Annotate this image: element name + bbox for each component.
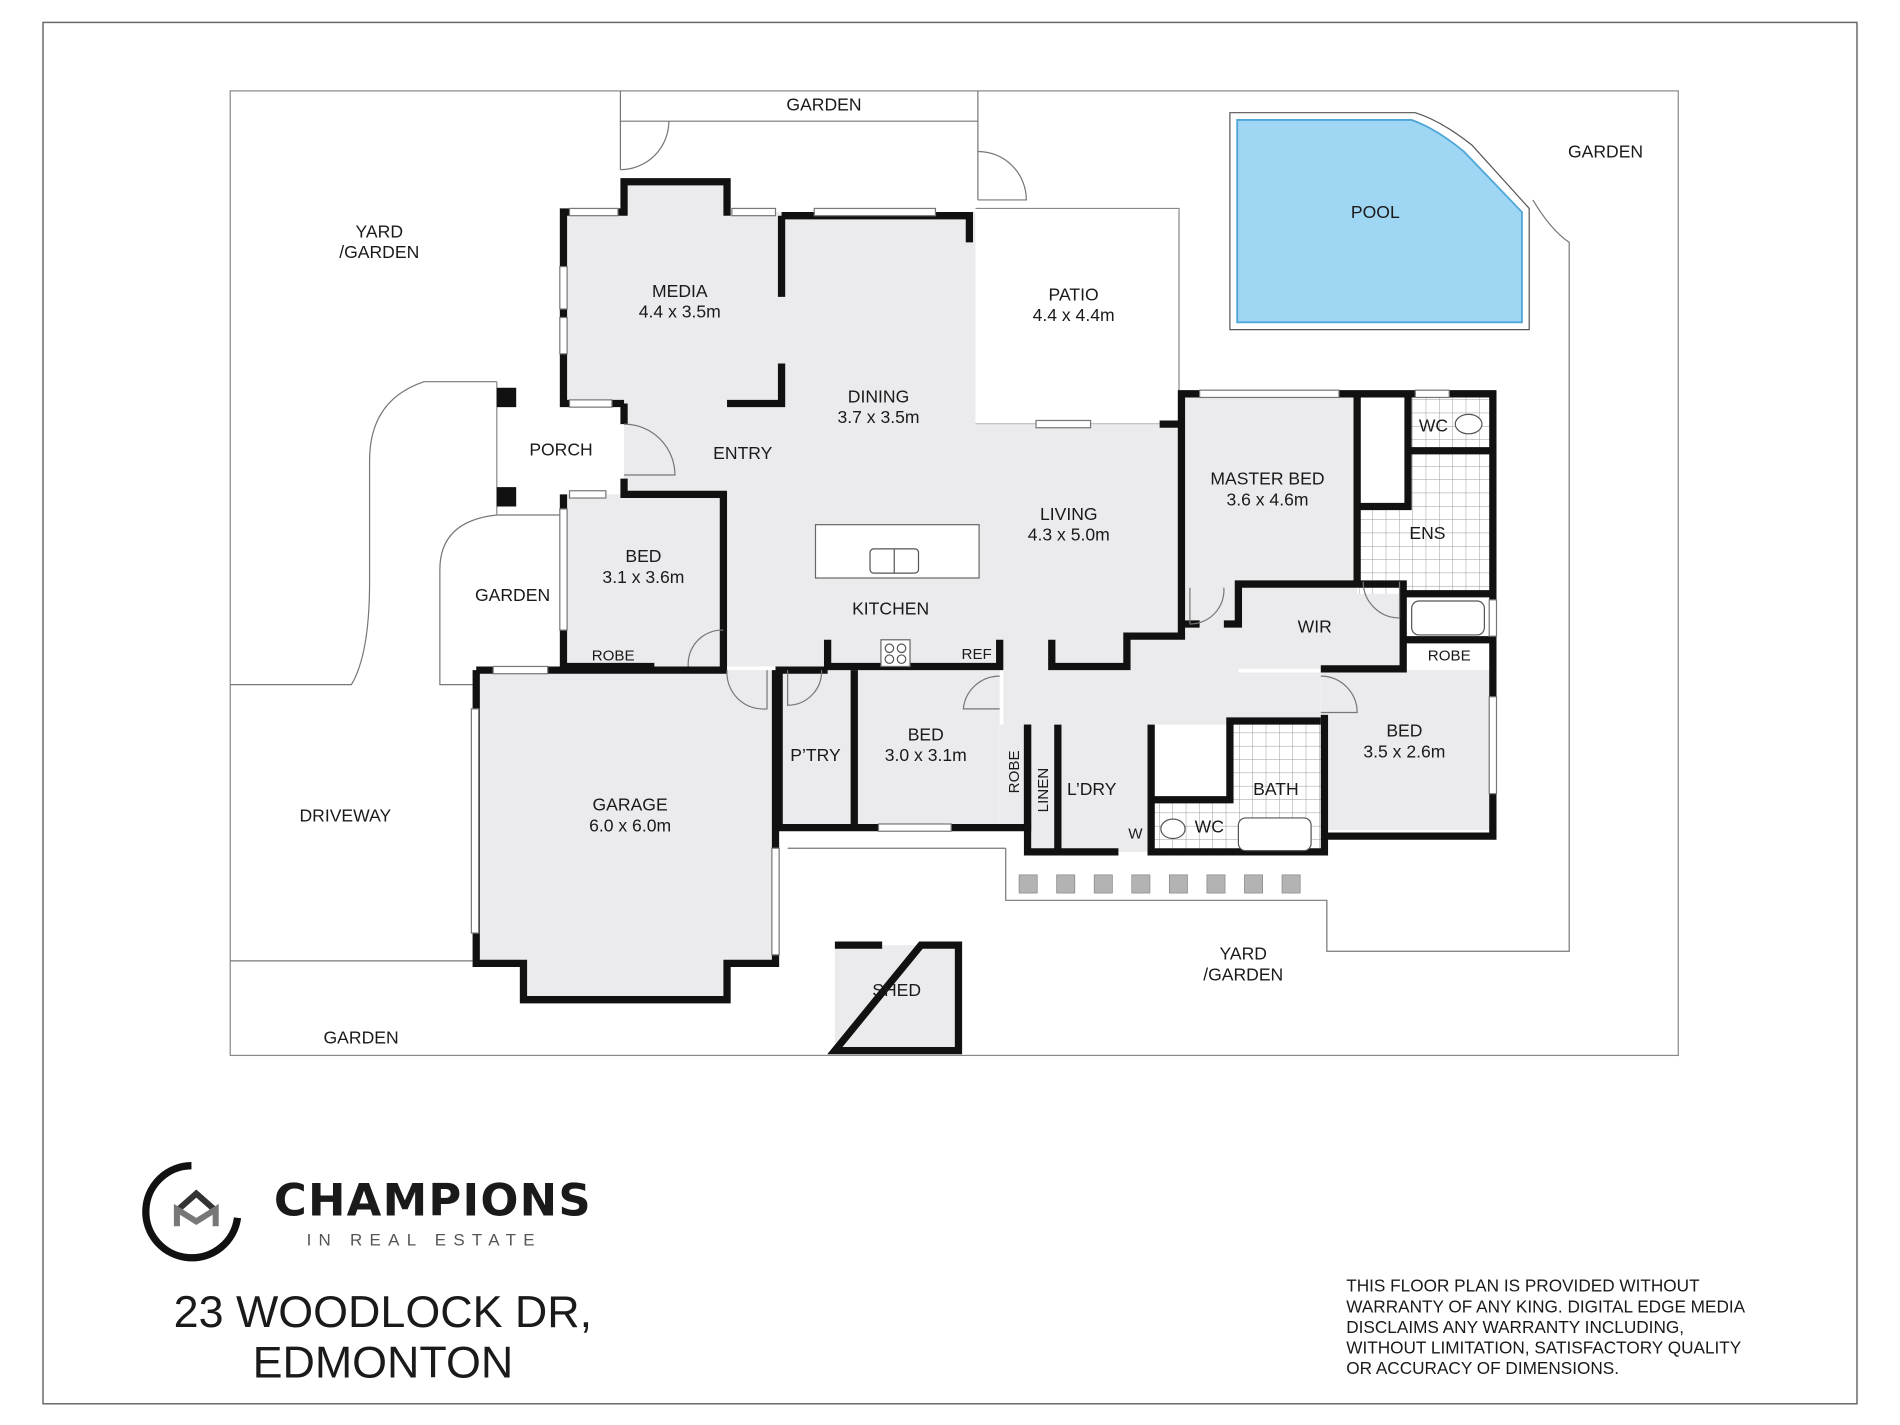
label-bed1: BED (625, 546, 661, 566)
label-robe1: ROBE (592, 647, 635, 664)
disclaimer-line: WITHOUT LIMITATION, SATISFACTORY QUALITY (1346, 1338, 1742, 1358)
label-porch: PORCH (529, 440, 592, 460)
label-wc1: WC (1195, 816, 1225, 836)
label-ens: ENS (1409, 523, 1445, 543)
label-patio: PATIO (1049, 285, 1099, 305)
label-pool: POOL (1351, 202, 1400, 222)
label-bath: BATH (1253, 779, 1299, 799)
page-frame (42, 21, 1858, 1405)
label-pantry: P’TRY (790, 745, 841, 765)
label-entry: ENTRY (713, 443, 772, 463)
label-garden-s: /GARDEN (1203, 964, 1283, 984)
porch (496, 381, 517, 515)
label-master-size: 3.6 x 4.6m (1226, 489, 1308, 509)
brand-name: CHAMPIONS (274, 1173, 592, 1226)
logo-house-icon (173, 1189, 219, 1215)
kitchen-island (814, 524, 980, 579)
disclaimer-line: OR ACCURACY OF DIMENSIONS. (1346, 1358, 1619, 1378)
disclaimer-line: DISCLAIMS ANY WARRANTY INCLUDING, (1346, 1317, 1684, 1337)
stepping-stones (1018, 874, 1301, 894)
label-bed3: BED (1386, 721, 1422, 741)
address-line1: 23 WOODLOCK DR, (174, 1286, 592, 1337)
label-laundry: L’DRY (1067, 779, 1117, 799)
label-garden-top: GARDEN (786, 94, 861, 114)
label-linen: LINEN (1035, 768, 1052, 813)
label-patio-size: 4.4 x 4.4m (1033, 305, 1115, 325)
label-dining: DINING (848, 386, 909, 406)
label-living-size: 4.3 x 5.0m (1028, 524, 1110, 544)
doors (624, 423, 1401, 714)
bathtubs (1237, 600, 1485, 852)
label-shed: SHED (872, 980, 921, 1000)
brand-tagline: IN REAL ESTATE (307, 1231, 542, 1250)
label-bed2-size: 3.0 x 3.1m (885, 745, 967, 765)
disclaimer: THIS FLOOR PLAN IS PROVIDED WITHOUT WARR… (1346, 1276, 1745, 1378)
champions-logo: CHAMPIONS IN REAL ESTATE (142, 1162, 592, 1262)
label-yard-s: YARD (1219, 944, 1266, 964)
label-garden-nw: /GARDEN (339, 242, 419, 262)
label-bed3-size: 3.5 x 2.6m (1363, 741, 1445, 761)
label-w: W (1128, 826, 1143, 843)
label-garden-ne: GARDEN (1568, 142, 1643, 162)
site-boundary (229, 90, 1679, 1057)
label-wc2: WC (1419, 415, 1449, 435)
label-garage-size: 6.0 x 6.0m (589, 815, 671, 835)
logo-ring-icon (142, 1162, 242, 1262)
label-ref: REF (962, 646, 992, 663)
label-driveway: DRIVEWAY (299, 806, 391, 826)
disclaimer-line: THIS FLOOR PLAN IS PROVIDED WITHOUT (1346, 1276, 1700, 1296)
label-garage: GARAGE (593, 795, 668, 815)
label-kitchen: KITCHEN (852, 598, 929, 618)
label-master: MASTER BED (1210, 469, 1324, 489)
label-robe3: ROBE (1428, 647, 1471, 664)
pool (1229, 112, 1530, 331)
address-line2: EDMONTON (253, 1337, 514, 1388)
label-garden-w: GARDEN (475, 585, 550, 605)
disclaimer-line: WARRANTY OF ANY KING. DIGITAL EDGE MEDIA (1346, 1296, 1745, 1316)
label-garden-bottom: GARDEN (324, 1027, 399, 1047)
toilets (1160, 413, 1483, 840)
windows (470, 207, 1498, 956)
label-media-size: 4.4 x 3.5m (639, 301, 721, 321)
logo-m-icon (173, 1203, 219, 1227)
label-yard-nw: YARD (356, 222, 404, 242)
label-wir: WIR (1298, 617, 1332, 637)
cooktop (880, 639, 911, 668)
label-bed1-size: 3.1 x 3.6m (602, 567, 684, 587)
landscape-lines (230, 90, 1570, 962)
label-media: MEDIA (652, 281, 708, 301)
label-robe2: ROBE (1006, 750, 1023, 793)
label-dining-size: 3.7 x 3.5m (838, 407, 920, 427)
label-bed2: BED (908, 724, 944, 744)
label-living: LIVING (1040, 504, 1098, 524)
